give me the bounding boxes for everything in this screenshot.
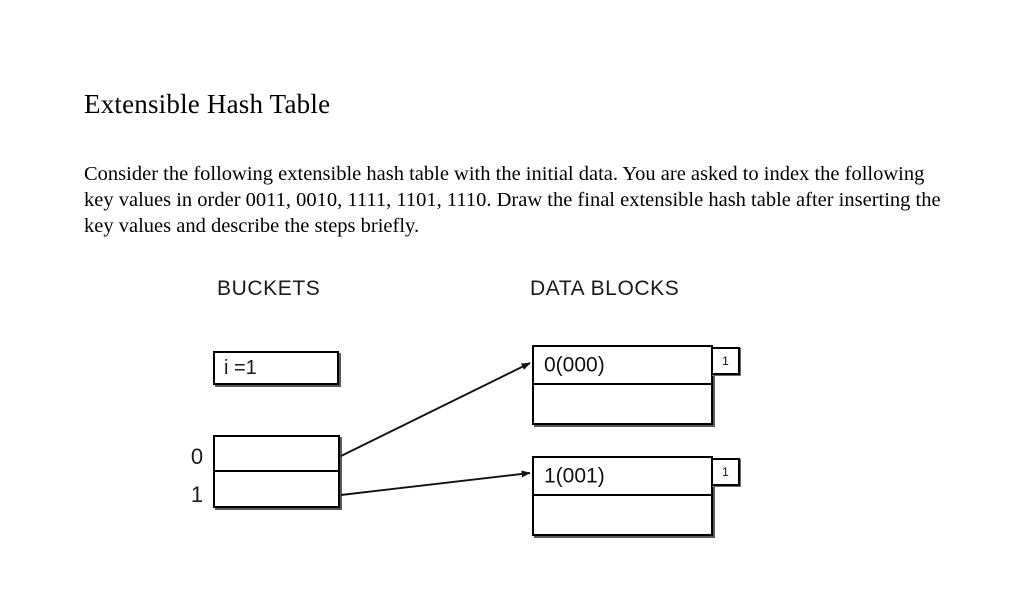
- bucket-directory: [213, 435, 340, 508]
- buckets-column-header: BUCKETS: [217, 277, 321, 300]
- arrow-directory-1-to-block-1: [340, 470, 531, 496]
- data-block-0-slot-1: 0(000): [534, 347, 711, 385]
- data-blocks-column-header: DATA BLOCKS: [530, 277, 680, 300]
- arrow-directory-0-to-block-0: [340, 362, 531, 457]
- data-block-1: 1(001): [532, 456, 713, 536]
- global-depth-label: i =1: [224, 357, 257, 379]
- problem-statement-paragraph: Consider the following extensible hash t…: [84, 162, 941, 237]
- data-block-0: 0(000): [532, 345, 713, 425]
- global-depth-box: i =1: [213, 351, 339, 385]
- directory-entry-0: [215, 437, 338, 472]
- data-block-1-key: 1(001): [544, 464, 605, 488]
- data-block-0-local-depth-badge: 1: [711, 347, 740, 375]
- directory-index-label-0: 0: [190, 444, 204, 469]
- directory-index-label-1: 1: [190, 482, 204, 507]
- page-title: Extensible Hash Table: [84, 89, 331, 120]
- data-block-0-key: 0(000): [544, 353, 605, 377]
- data-block-1-slot-1: 1(001): [534, 458, 711, 496]
- data-block-1-local-depth-badge: 1: [711, 458, 740, 486]
